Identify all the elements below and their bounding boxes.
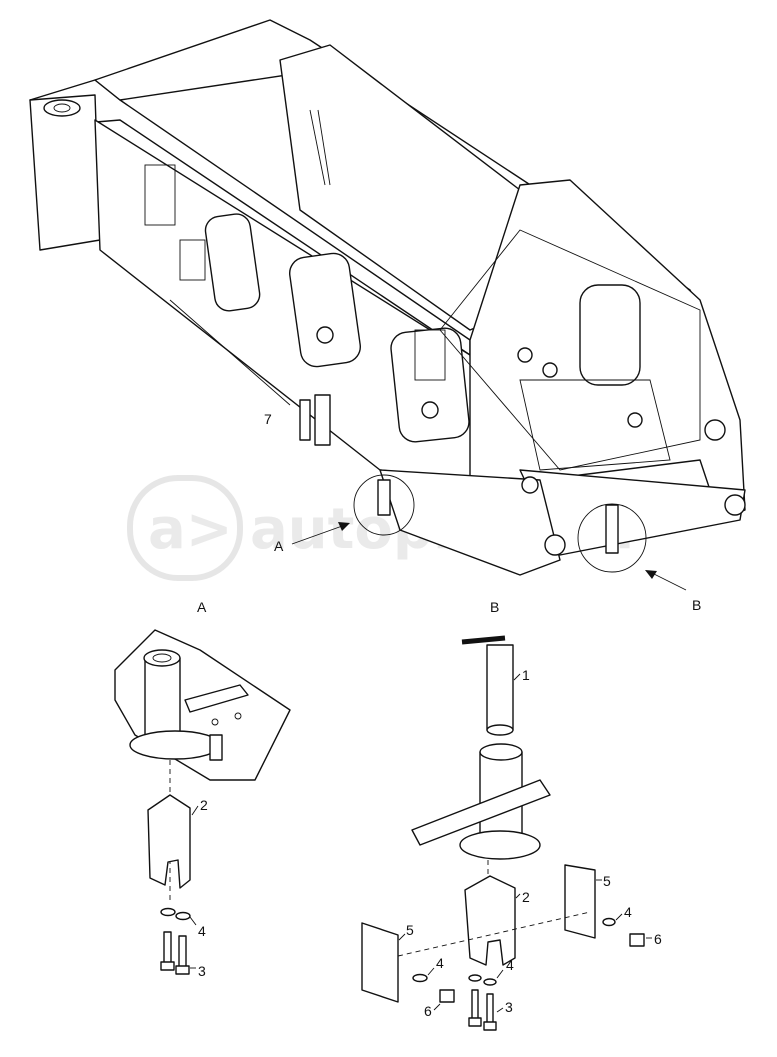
detail-a-circle bbox=[353, 474, 415, 536]
part-a-3: 3 bbox=[198, 963, 206, 979]
part-a-4: 4 bbox=[198, 923, 206, 939]
part-b-3: 3 bbox=[505, 999, 513, 1015]
part-b-6-left: 6 bbox=[424, 1003, 432, 1019]
arrow-a-label: A bbox=[274, 538, 284, 554]
detail-b-circle bbox=[577, 503, 647, 573]
detail-b-view: 1 2 5 4 6 5 4 4 6 bbox=[361, 635, 662, 1031]
arrow-b-label: B bbox=[692, 597, 701, 613]
callout-7: 7 bbox=[264, 411, 272, 427]
part-b-6-right: 6 bbox=[654, 931, 662, 947]
leader-7 bbox=[169, 299, 291, 406]
part-b-1: 1 bbox=[522, 667, 530, 683]
part-b-4-right: 4 bbox=[624, 904, 632, 920]
part-a-2: 2 bbox=[200, 797, 208, 813]
part-b-5-left: 5 bbox=[406, 922, 414, 938]
detail-a-view: 2 4 3 bbox=[114, 629, 291, 979]
watermark-logo: a> bbox=[148, 497, 233, 562]
part-b-4-mid: 4 bbox=[506, 957, 514, 973]
part-b-5-right: 5 bbox=[603, 873, 611, 889]
main-frame-assembly: 7 A B bbox=[29, 19, 746, 613]
view-b-heading: B bbox=[490, 599, 499, 615]
view-a-heading: A bbox=[197, 599, 207, 615]
part-b-4-left: 4 bbox=[436, 955, 444, 971]
part-b-2: 2 bbox=[522, 889, 530, 905]
